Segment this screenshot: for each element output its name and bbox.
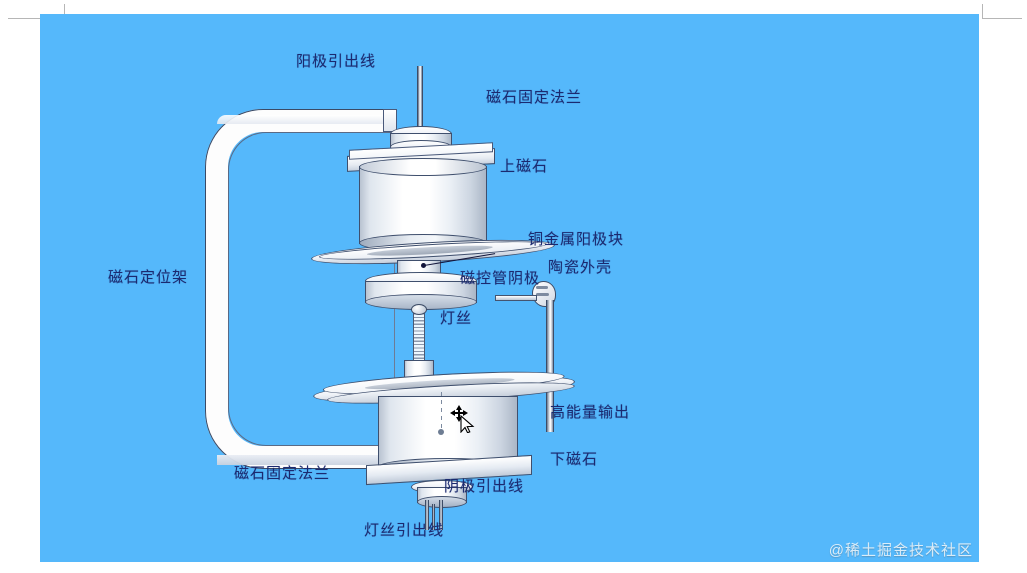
label-magnet-fixing-flange-top: 磁石固定法兰 <box>486 89 583 106</box>
label-cathode-lead-wire: 阴极引出线 <box>444 478 525 495</box>
label-high-energy-output: 高能量输出 <box>550 404 631 421</box>
cathode-leader-dot <box>421 263 426 268</box>
label-filament-lead-wire: 灯丝引出线 <box>364 522 445 539</box>
cathode-connector-bar <box>495 295 537 301</box>
lower-magnet-axis-line <box>441 392 442 430</box>
ceramic-shell-shape <box>400 304 438 384</box>
label-upper-magnet: 上磁石 <box>500 158 549 175</box>
filament-lead-wire-3 <box>432 504 435 530</box>
label-filament: 灯丝 <box>440 310 473 327</box>
label-magnetron-cathode: 磁控管阴极 <box>460 270 541 287</box>
upper-pole-piece-disc <box>365 272 477 310</box>
lower-magnet-axis-dot <box>438 429 444 435</box>
label-ceramic-shell: 陶瓷外壳 <box>548 259 613 276</box>
label-copper-anode-block: 铜金属阳极块 <box>528 231 625 248</box>
label-anode-lead-wire: 阳极引出线 <box>296 53 377 70</box>
filament-coil <box>413 310 425 364</box>
move-cursor <box>450 405 476 434</box>
filament-lead-wire-2 <box>439 500 443 530</box>
high-energy-output-rod-lower <box>546 392 554 432</box>
high-energy-output-rod <box>546 300 554 396</box>
label-magnet-fixing-flange-bottom: 磁石固定法兰 <box>234 465 331 482</box>
anode-lead-wire-shape <box>417 66 423 132</box>
filament-lead-wire-1 <box>425 500 429 530</box>
label-lower-magnet: 下磁石 <box>550 451 599 468</box>
upper-magnet-shape <box>359 158 487 252</box>
diagram-canvas[interactable]: 阳极引出线 磁石固定法兰 上磁石 铜金属阳极块 陶瓷外壳 磁石定位架 磁控管阴极… <box>40 14 979 562</box>
watermark-text: @稀土掘金技术社区 <box>828 542 973 559</box>
label-magnet-holder-frame: 磁石定位架 <box>108 269 189 286</box>
